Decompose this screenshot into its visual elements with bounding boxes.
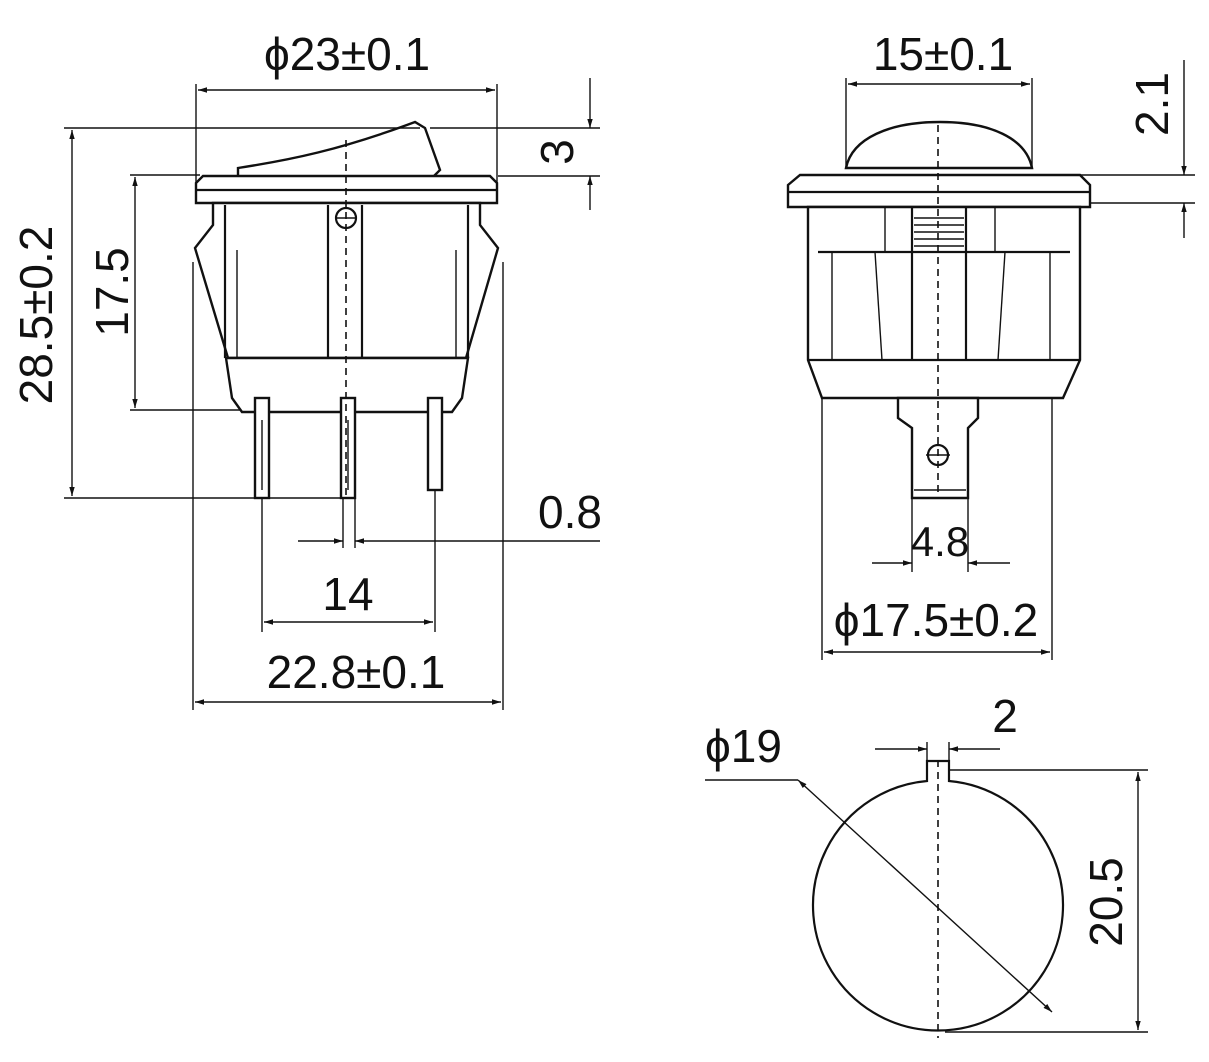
dim-cutout-diameter: ϕ19 (705, 720, 782, 772)
terminal-right (426, 396, 444, 492)
rocker-actuator (236, 120, 442, 180)
front-view: 15±0.1 2.1 4.8 ϕ17.5±0.2 (786, 28, 1195, 660)
dim-cutout-height: 20.5 (1080, 857, 1132, 947)
dim-button-width: 15±0.1 (873, 28, 1013, 80)
dim-terminal-pitch: 14 (322, 568, 373, 620)
side-view: ϕ23±0.1 28.5±0.2 17.5 3 0.8 14 22.8±0.1 (10, 28, 602, 710)
panel-cutout-view: ϕ19 2 20.5 (705, 690, 1148, 1038)
front-body (806, 205, 1082, 400)
side-base (224, 356, 470, 414)
spring-hatch (914, 217, 964, 247)
dim-body-height: 17.5 (86, 247, 138, 337)
dim-total-height: 28.5±0.2 (10, 226, 62, 405)
dim-body-diameter: ϕ17.5±0.2 (834, 594, 1038, 646)
dome-button (844, 120, 1034, 170)
dim-rocker-protrusion: 3 (531, 139, 583, 165)
dim-terminal-width: 4.8 (911, 518, 969, 565)
dim-button-height: 2.1 (1126, 72, 1178, 136)
dim-key-width: 2 (992, 690, 1018, 742)
dim-body-width: 22.8±0.1 (267, 646, 446, 698)
dim-head-diameter: ϕ23±0.1 (264, 28, 430, 80)
dim-terminal-thickness: 0.8 (538, 486, 602, 538)
